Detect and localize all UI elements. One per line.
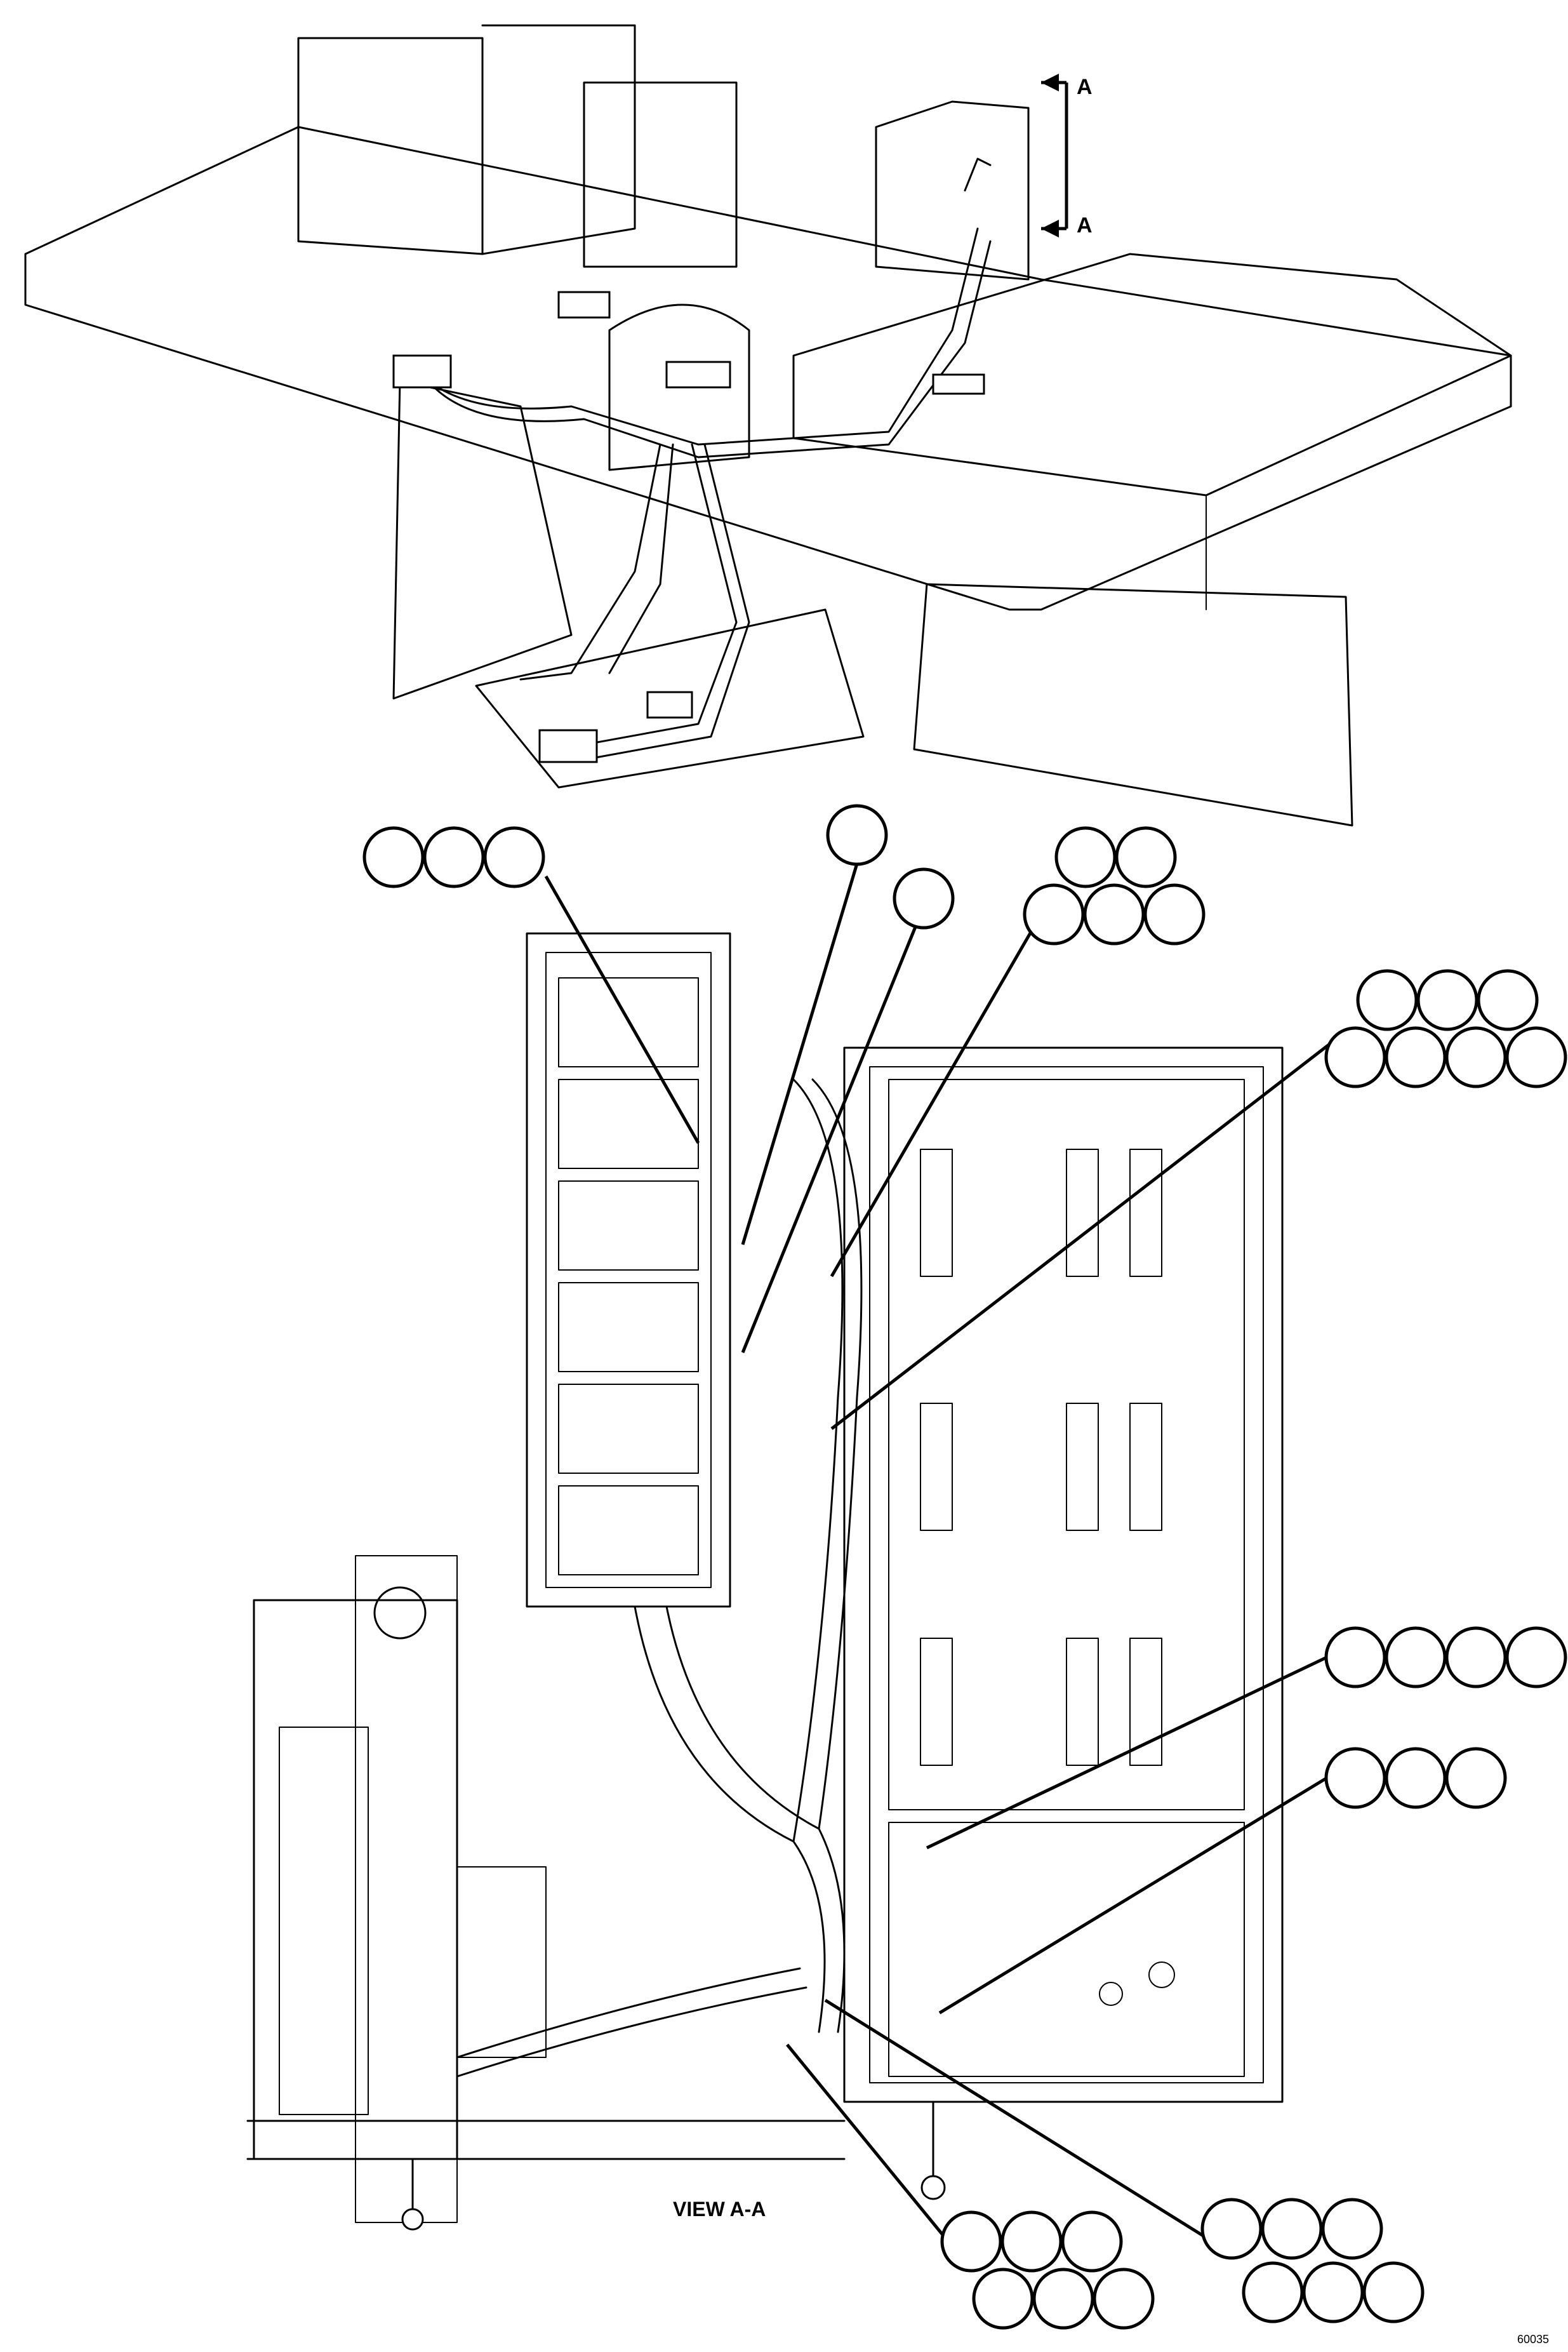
drawing-code: 60035: [1517, 2333, 1549, 2346]
cabinet-slots: [920, 1149, 1162, 1766]
section-marker-a-a: A A: [1041, 74, 1093, 237]
isometric-view: A A: [24, 24, 1512, 827]
view-label: VIEW A-A: [673, 2198, 766, 2221]
section-letter-bottom: A: [1077, 213, 1093, 237]
view-a-a-detail: VIEW A-A: [246, 804, 1567, 2330]
section-letter-top: A: [1077, 75, 1093, 99]
callout-balloons: [362, 804, 1567, 2330]
leader-lines: [544, 863, 1334, 2255]
panel-components: [558, 977, 699, 1575]
